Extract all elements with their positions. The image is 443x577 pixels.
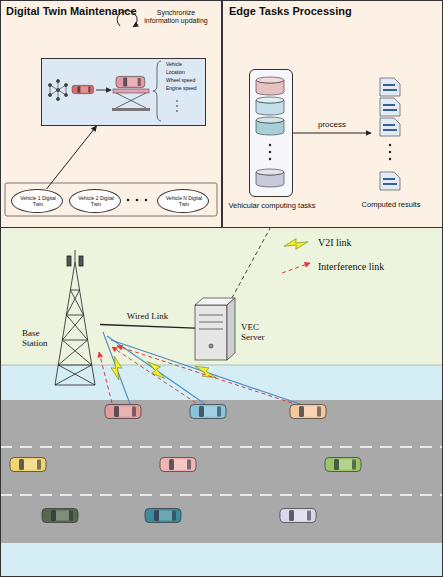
digital-twin-box: VehicleLocationWheel speedEngine speed — [41, 58, 206, 126]
section-panel: Edge Tasks ProcessingVehicular computing… — [222, 0, 443, 228]
result-column: Computed results — [371, 69, 411, 197]
node-text: Vehicle N Digital Twin — [162, 196, 206, 208]
sync-loop — [117, 11, 137, 27]
vec-server: VEC Server — [195, 298, 235, 360]
node-text: Vehicle — [166, 62, 206, 68]
edge-label: Wired Link — [127, 311, 168, 321]
task-column: Vehicular computing tasks — [249, 69, 293, 197]
edge-label: process — [318, 120, 346, 129]
result-documents — [380, 78, 400, 190]
vehicle-icons — [10, 405, 361, 523]
section-panel: Digital Twin MaintenanceVehicleLocationW… — [0, 0, 222, 228]
node-text: Vehicle 2 Digital Twin — [74, 196, 118, 208]
node-text: Engine speed — [166, 86, 206, 92]
node-text: VEC Server — [241, 322, 281, 343]
annotation-label: Synchronize information updating — [140, 9, 212, 25]
server-symbol — [195, 298, 235, 360]
vehicle-twin-oval: Vehicle N Digital Twin — [157, 189, 209, 213]
section-heading: Edge Tasks Processing — [229, 5, 439, 18]
node-text: Base Station — [22, 328, 58, 349]
connector — [232, 228, 270, 298]
connector — [47, 126, 97, 189]
network-icon — [48, 79, 67, 100]
v2i-link — [103, 332, 300, 404]
legend-label: Interference link — [318, 261, 384, 273]
node-text: Computed results — [353, 201, 429, 210]
node-text: Vehicular computing tasks — [227, 202, 317, 211]
legend-label: V2I link — [318, 237, 352, 249]
node-text: Location — [166, 70, 206, 76]
twin-strip — [5, 183, 217, 216]
connector — [100, 324, 195, 328]
vehicle-twin-oval: Vehicle 1 Digital Twin — [11, 189, 63, 213]
connector — [293, 133, 371, 134]
interference-link — [99, 346, 292, 403]
tower-symbol — [55, 250, 95, 385]
task-cylinders — [256, 77, 284, 187]
node-text: Vehicle 1 Digital Twin — [16, 196, 60, 208]
base-station: Base Station — [50, 262, 100, 385]
vehicle-twin-oval: Vehicle 2 Digital Twin — [69, 189, 121, 213]
node-text: Wheel speed — [166, 78, 206, 84]
